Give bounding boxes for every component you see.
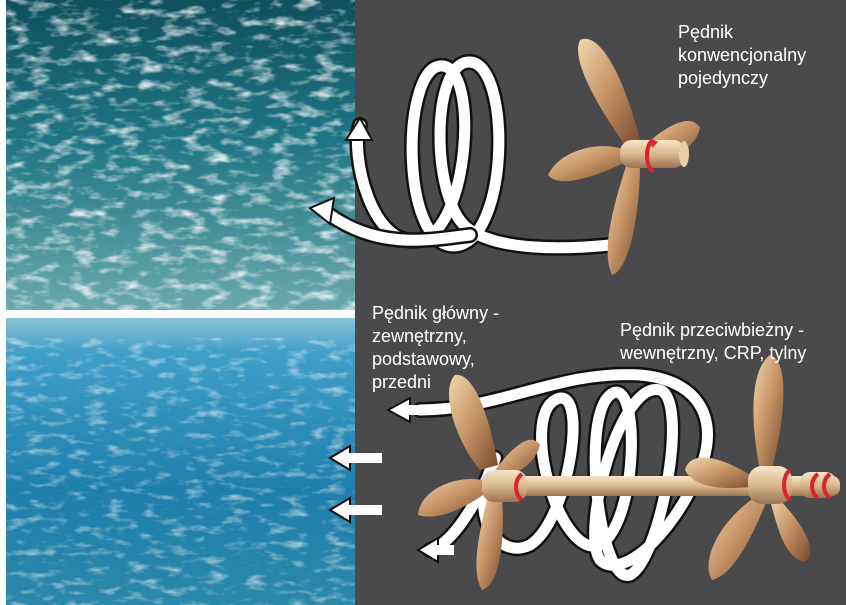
propeller-icon bbox=[685, 355, 836, 580]
flow-arrow-icon bbox=[330, 398, 454, 562]
label-contra-propeller: Pędnik przeciwbieżny - wewnętrzny, CRP, … bbox=[620, 319, 844, 365]
label-single-propeller: Pędnik konwencjonalny pojedynczy bbox=[678, 21, 838, 90]
label-main-propeller: Pędnik główny - zewnętrzny, podstawowy, … bbox=[372, 302, 552, 394]
flow-spiral-single bbox=[330, 62, 610, 248]
